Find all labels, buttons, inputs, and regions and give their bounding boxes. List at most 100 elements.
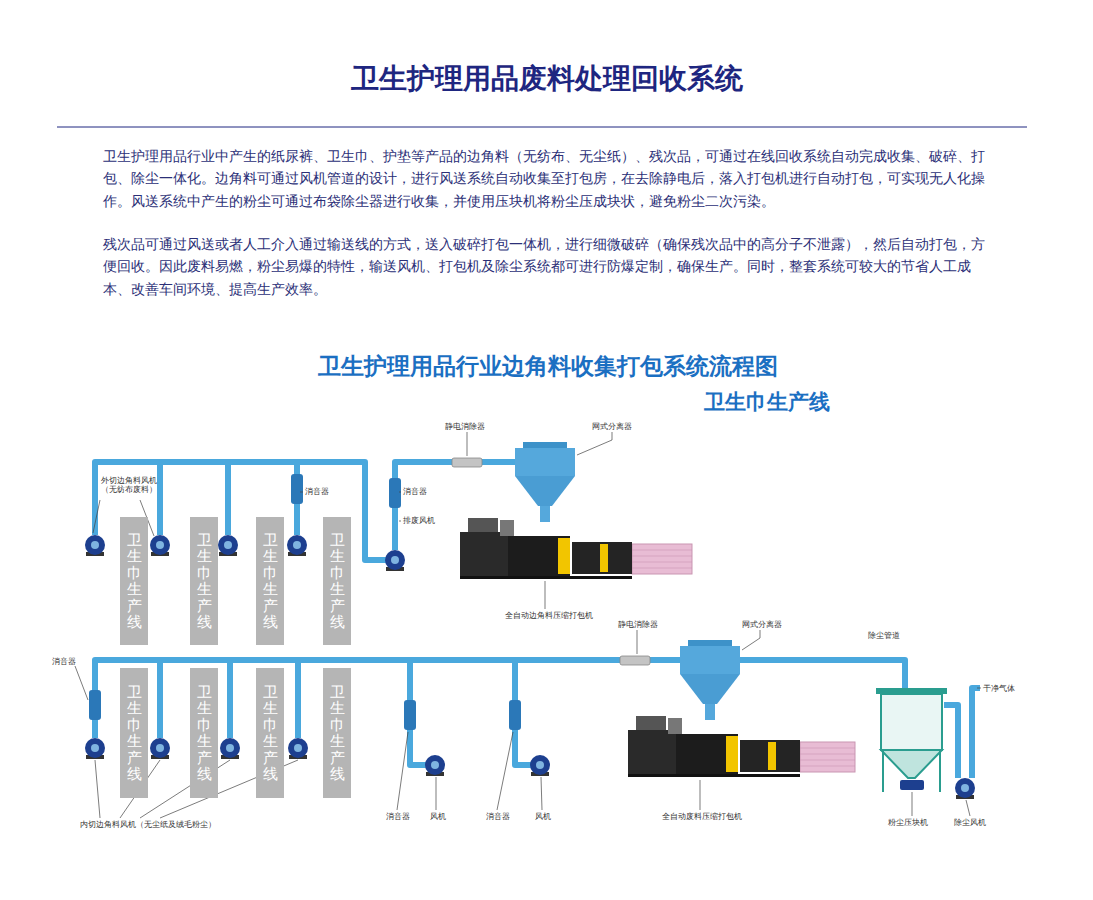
bale	[632, 544, 692, 574]
collector-leg	[939, 750, 941, 792]
bale-stripe	[632, 568, 692, 569]
bale-stripe	[800, 754, 855, 755]
part-label: 风机	[535, 812, 551, 821]
blower-housing	[220, 738, 240, 758]
part-label: 除尘管道	[868, 631, 900, 640]
production-line-band: 卫生巾生产线	[256, 668, 284, 798]
blower-hub	[293, 541, 301, 549]
baler-machine	[628, 716, 855, 777]
leader-line	[300, 492, 303, 493]
vertical-text: 卫生巾生产线	[330, 684, 345, 783]
leader-line	[977, 688, 981, 689]
separator-head	[680, 646, 740, 674]
diagram-title: 卫生护理用品行业边角料收集打包系统流程图	[288, 348, 808, 385]
air-pipe	[227, 660, 233, 738]
blower-icon	[85, 738, 105, 759]
leader-line	[497, 732, 513, 810]
leader-line	[577, 432, 612, 455]
blower-hub	[294, 744, 302, 752]
hopper-body	[508, 536, 570, 576]
part-label: 网式分离器	[592, 422, 632, 431]
blower-housing	[287, 535, 307, 555]
collector-hopper	[881, 750, 942, 778]
blower-housing	[288, 738, 308, 758]
leader-line	[397, 732, 408, 810]
page-title: 卫生护理用品废料处理回收系统	[0, 60, 1093, 98]
part-label: 消音器	[305, 487, 329, 496]
leader-line	[436, 777, 437, 810]
mesh-separator	[515, 442, 575, 522]
pump	[636, 716, 666, 730]
blower-icon	[287, 535, 307, 556]
blower-icon	[955, 778, 975, 799]
feet	[628, 774, 800, 777]
production-line-band: 卫生巾生产线	[323, 517, 351, 645]
bale-stripe	[632, 562, 692, 563]
air-pipe	[972, 688, 980, 778]
air-pipe	[157, 660, 163, 738]
blower-hub	[156, 744, 164, 752]
leader-line	[541, 777, 542, 810]
blower-hub	[91, 541, 99, 549]
yellow-panel	[558, 538, 570, 574]
separator-cone	[680, 674, 740, 704]
blower-icon	[150, 535, 170, 556]
leader-line	[467, 432, 468, 456]
blower-icon	[150, 738, 170, 759]
leader-line	[700, 780, 701, 810]
part-label: 粉尘压块机	[888, 818, 928, 827]
blower-housing	[85, 535, 105, 555]
separator-cap	[523, 442, 567, 448]
part-label: 风机	[430, 812, 446, 821]
production-line-band: 卫生巾生产线	[323, 668, 351, 798]
blower-hub	[536, 761, 544, 769]
vertical-text: 卫生巾生产线	[197, 532, 212, 631]
silencer-icon	[389, 478, 401, 508]
static-eliminator	[620, 656, 650, 665]
vertical-text: 卫生巾生产线	[263, 532, 278, 631]
hopper-body	[676, 734, 738, 774]
blower-icon	[425, 755, 445, 776]
blower-housing	[150, 535, 170, 555]
production-line-band: 卫生巾生产线	[120, 517, 148, 645]
control-box	[500, 520, 514, 536]
mesh-separator	[680, 640, 740, 720]
blower-housing	[425, 755, 445, 775]
press-chamber	[740, 740, 800, 772]
baler-machine	[460, 518, 692, 579]
body-paragraph: 残次品可通过风送或者人工介入通过输送线的方式，送入破碎打包一体机，进行细微破碎（…	[103, 233, 993, 300]
separator-cone	[515, 476, 575, 506]
production-line-band: 卫生巾生产线	[190, 668, 218, 798]
vertical-text: 卫生巾生产线	[263, 684, 278, 783]
part-label: 消音器	[403, 487, 427, 496]
blower-housing	[530, 755, 550, 775]
leader-line	[75, 666, 88, 700]
body-paragraph: 卫生护理用品行业中产生的纸尿裤、卫生巾、护垫等产品的边角料（无纺布、无尘纸）、残…	[103, 145, 993, 212]
blower-hub	[391, 556, 399, 564]
leader-line	[399, 521, 401, 522]
blower-housing	[385, 550, 405, 570]
blower-icon	[85, 535, 105, 556]
air-pipe	[225, 462, 231, 535]
leader-line	[93, 500, 100, 533]
part-label: 内切边角料风机（无尘纸及绒毛粉尘）	[80, 820, 216, 829]
blower-housing	[85, 738, 105, 758]
vertical-text: 卫生巾生产线	[127, 684, 142, 783]
leader-line	[742, 630, 760, 650]
production-line-band: 卫生巾生产线	[256, 517, 284, 645]
hydraulic-unit	[628, 730, 676, 774]
separator-head	[515, 448, 575, 476]
blower-hub	[431, 761, 439, 769]
blower-hub	[156, 541, 164, 549]
feet	[460, 576, 632, 579]
air-pipe	[295, 660, 301, 738]
part-label: 网式分离器	[742, 620, 782, 629]
silencer-icon	[89, 690, 101, 720]
title-rule	[57, 127, 1027, 128]
part-label: 静电消除器	[618, 620, 658, 629]
blower-housing	[218, 535, 238, 555]
yellow-panel	[726, 736, 738, 772]
part-label: 全自动边角料压缩打包机	[505, 611, 593, 620]
bale-stripe	[800, 748, 855, 749]
blower-hub	[226, 744, 234, 752]
